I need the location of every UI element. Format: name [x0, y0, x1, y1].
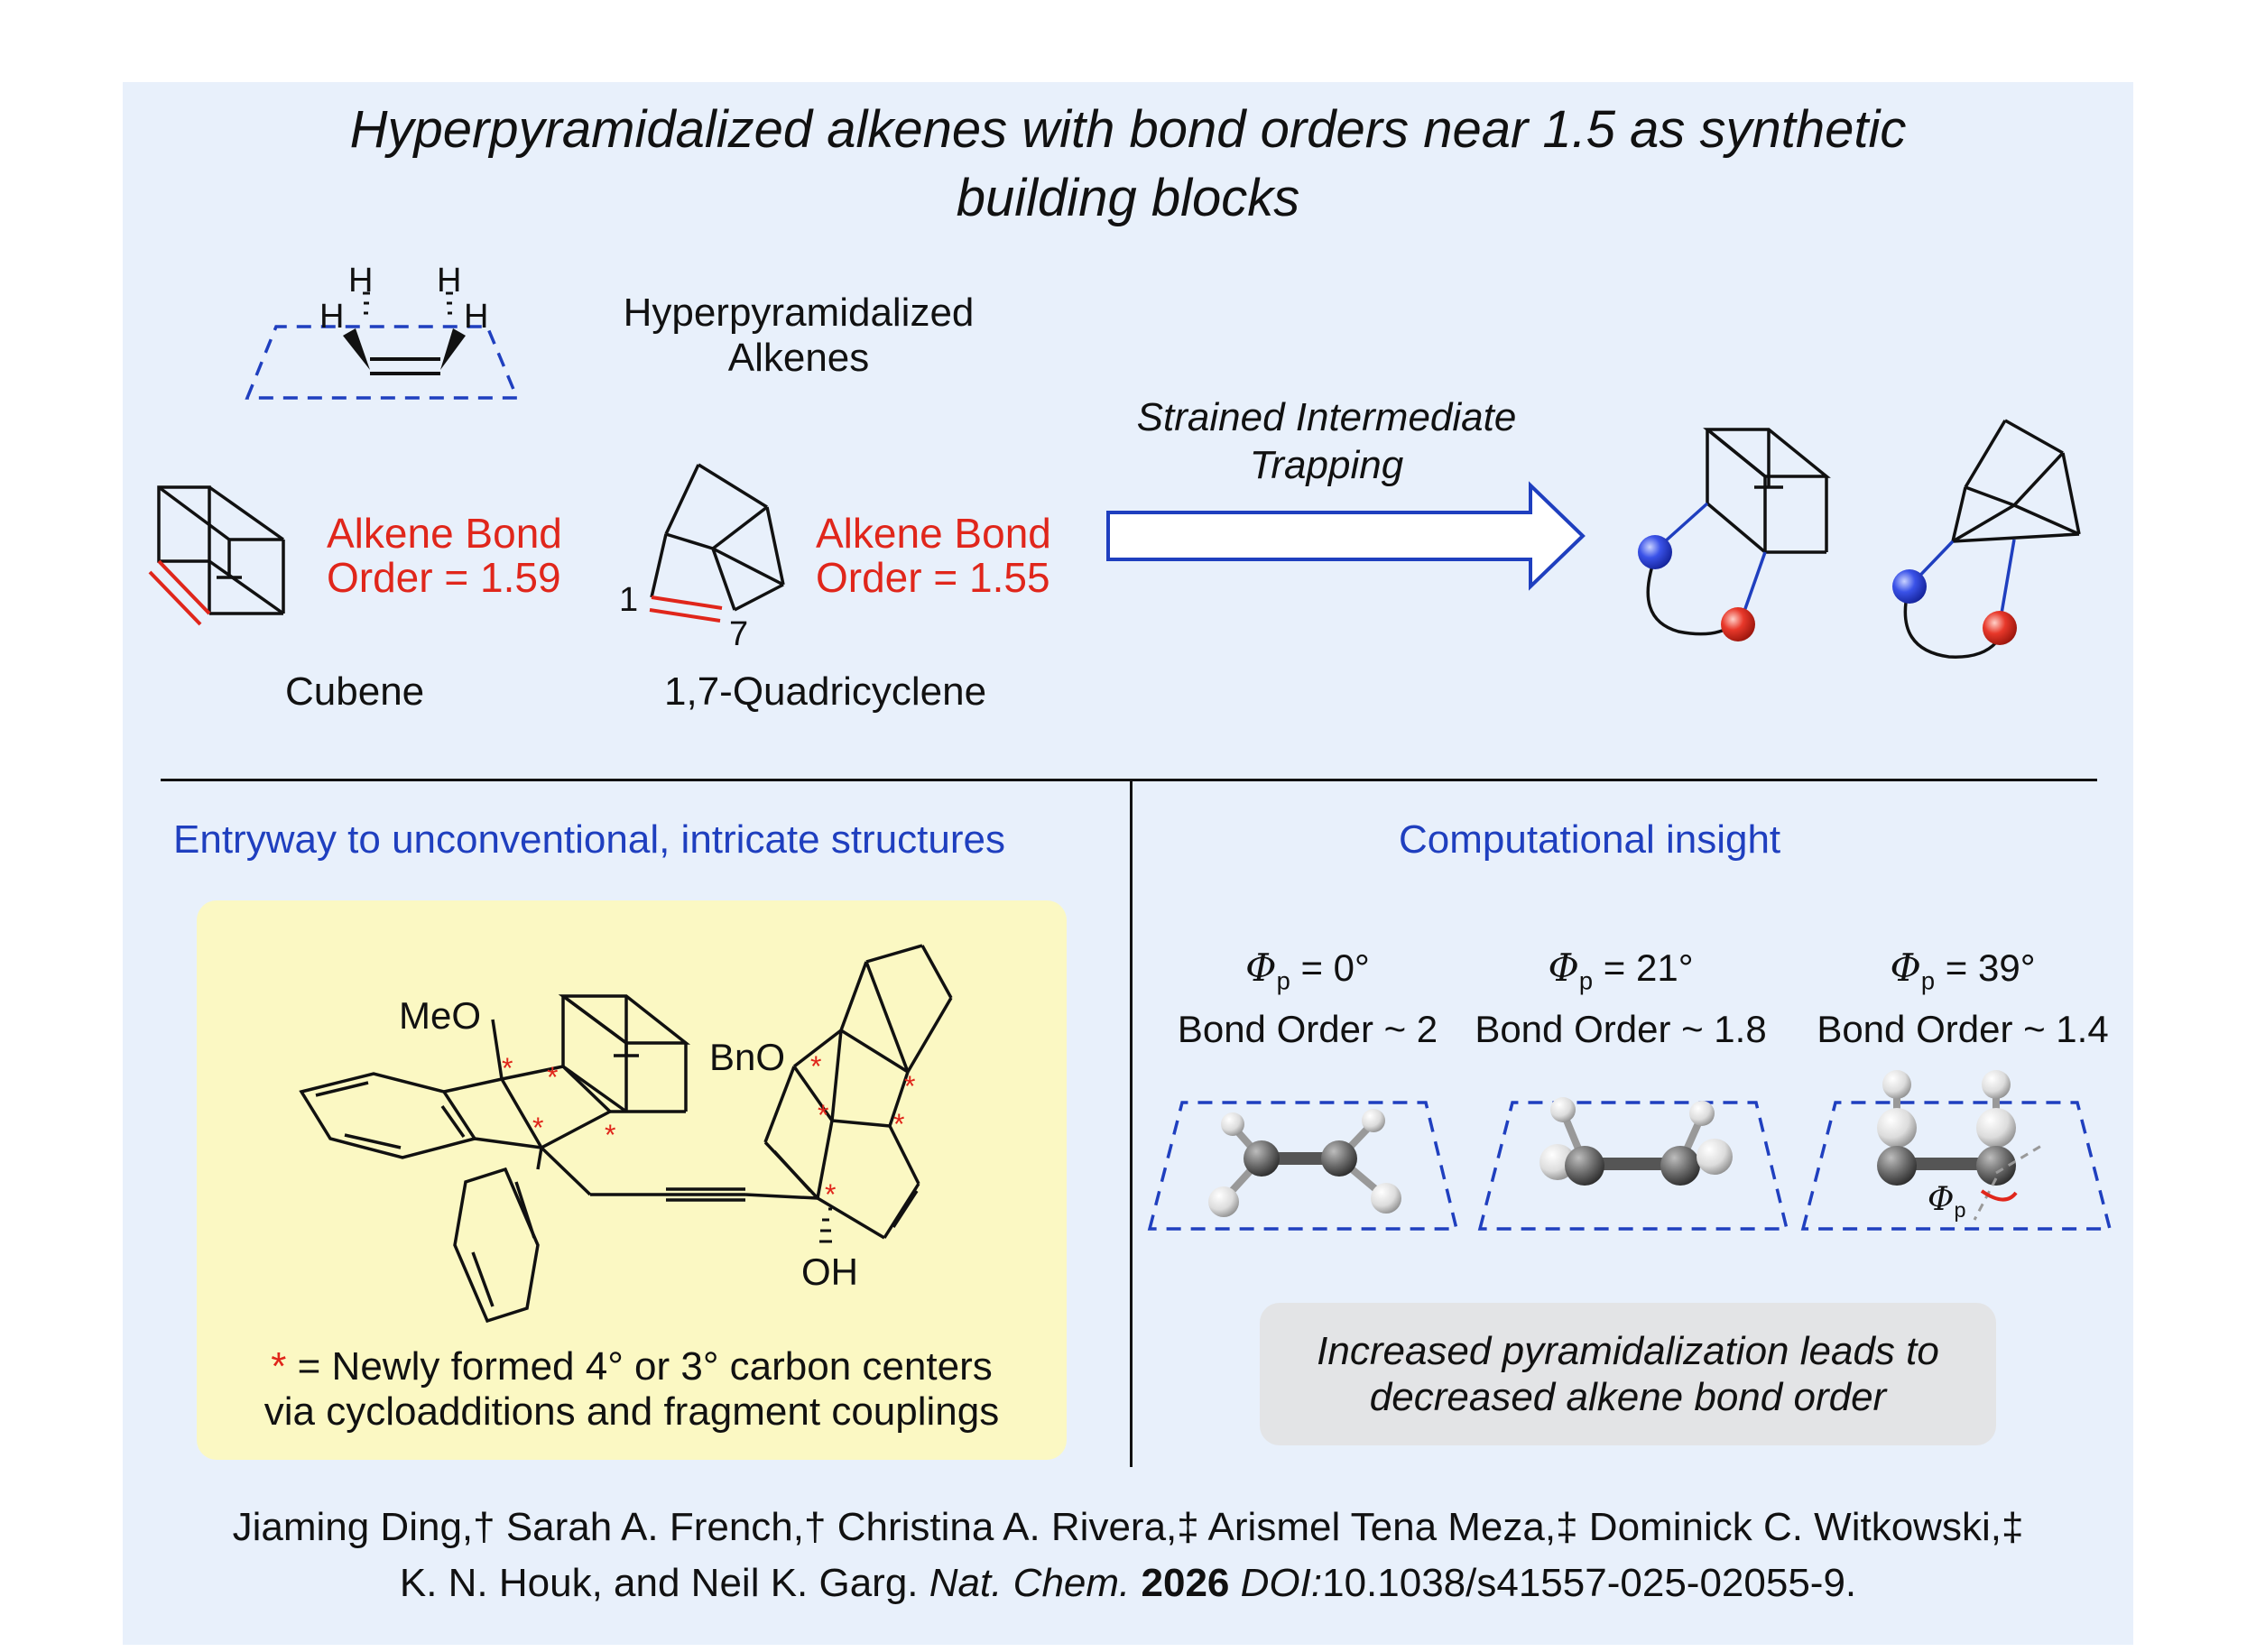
vertical-divider	[1130, 781, 1133, 1467]
group-meo: MeO	[399, 994, 482, 1037]
blue-atom	[1638, 535, 1672, 569]
cubene-bond-order: Alkene Bond Order = 1.59	[327, 510, 562, 601]
quadricyclene-bond-order: Alkene Bond Order = 1.55	[816, 510, 1051, 601]
quadricyclene-name: 1,7-Quadricyclene	[664, 669, 987, 714]
conclusion-text: Increased pyramidalization leads to decr…	[1317, 1329, 1939, 1419]
conclusion-box	[1260, 1303, 1996, 1445]
doi-link[interactable]: 10.1038/s41557-025-02055-9.	[1322, 1561, 1857, 1605]
journal-name: Nat. Chem.	[929, 1561, 1131, 1605]
ethylene-model-planar	[1208, 1109, 1401, 1217]
atom-label-h: H	[348, 262, 374, 300]
wedge-bond	[343, 328, 370, 370]
citation-reference: K. N. Houk, and Neil K. Garg. Nat. Chem.…	[399, 1561, 1857, 1605]
angle-arc	[1980, 1189, 2018, 1202]
stereocenter-note: * = Newly formed 4° or 3° carbon centers…	[264, 1344, 1000, 1434]
pub-year: 2026	[1141, 1561, 1230, 1605]
stereocenter-star: *	[893, 1108, 905, 1140]
cubene-name: Cubene	[285, 669, 425, 714]
horizontal-divider	[161, 779, 2097, 781]
stereocenter-star: *	[810, 1050, 822, 1083]
state-label-0: Φp = 0° Bond Order ~ 2	[1177, 946, 1438, 1051]
plane-outline	[1147, 1101, 2113, 1231]
complex-product-skeleton	[299, 944, 953, 1324]
blue-atom	[1892, 569, 1927, 604]
cubene-structure	[157, 485, 285, 615]
structures-highlight-box	[197, 900, 1067, 1460]
red-atom	[1721, 607, 1755, 641]
right-heading: Computational insight	[1399, 817, 1781, 862]
stereocenter-star: *	[605, 1119, 616, 1151]
quadricyclene-structure	[650, 463, 785, 612]
doi-label: DOI:	[1240, 1561, 1323, 1605]
hyperpyramidalized-label: Hyperpyramidalized Alkenes	[623, 291, 975, 380]
stereocenter-star: *	[547, 1061, 559, 1094]
stereocenter-star: *	[825, 1178, 837, 1211]
title-line-2: building blocks	[956, 169, 1300, 227]
stereocenter-star: *	[818, 1099, 829, 1131]
reaction-arrow	[1106, 481, 1586, 591]
citation-authors: Jiaming Ding,† Sarah A. French,† Christi…	[232, 1505, 2024, 1549]
stereocenter-star: *	[532, 1112, 544, 1144]
angle-label: Φp	[1928, 1181, 1966, 1223]
cubane-product	[1703, 428, 1831, 554]
locant-7: 7	[729, 615, 749, 653]
state-label-2: Φp = 39° Bond Order ~ 1.4	[1817, 946, 2109, 1051]
atom-label-h: H	[464, 298, 489, 336]
group-bno: BnO	[709, 1036, 786, 1078]
left-heading: Entryway to unconventional, intricate st…	[173, 817, 1006, 862]
locant-1: 1	[619, 581, 639, 619]
ethylene-model-21deg	[1539, 1097, 1733, 1186]
note-star: *	[271, 1344, 287, 1389]
group-oh: OH	[801, 1251, 858, 1293]
stereocenter-star: *	[502, 1052, 513, 1084]
pyramidalized-alkene-sketch	[245, 325, 520, 400]
quadricyclane-product	[1951, 419, 2081, 543]
stereocenter-star: *	[904, 1070, 916, 1103]
atom-label-h: H	[319, 298, 345, 336]
title-line-1: Hyperpyramidalized alkenes with bond ord…	[349, 100, 1907, 159]
ethylene-model-39deg	[1877, 1070, 2042, 1221]
state-label-1: Φp = 21° Bond Order ~ 1.8	[1475, 946, 1767, 1051]
red-atom	[1983, 611, 2017, 645]
wedge-bond	[440, 328, 466, 370]
arrow-label: Strained Intermediate Trapping	[1136, 395, 1517, 487]
atom-label-h: H	[437, 262, 462, 300]
